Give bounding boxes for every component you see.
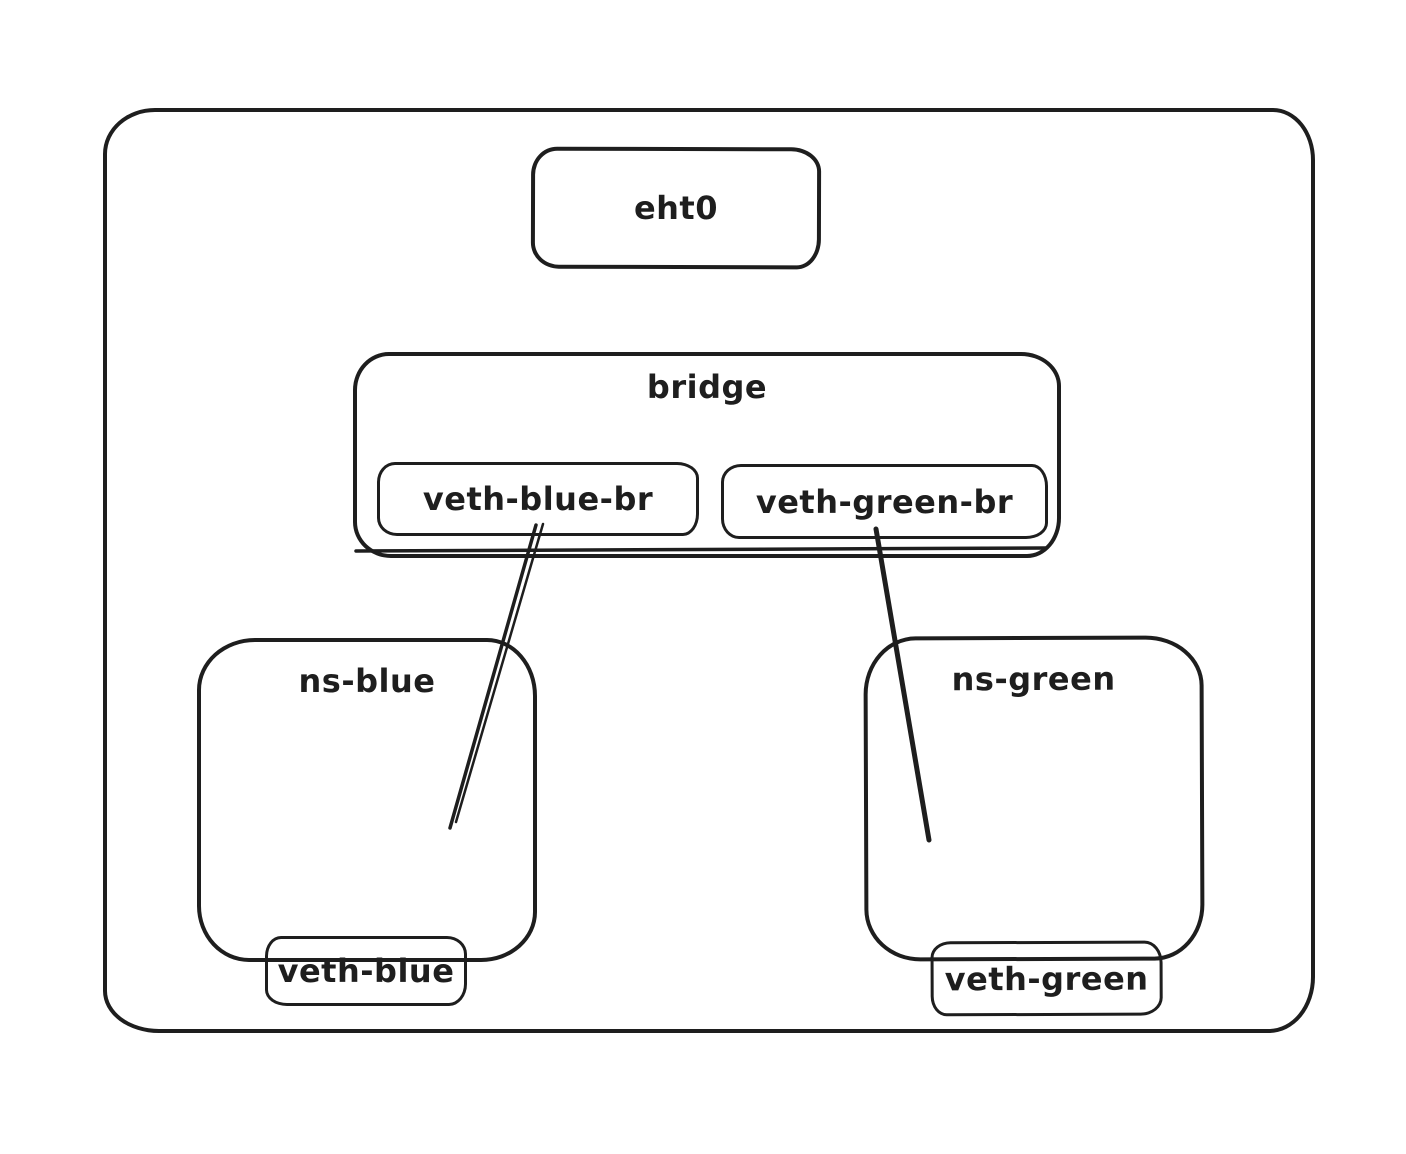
node-bridge: bridge veth-blue-br veth-green-br xyxy=(353,352,1061,558)
node-veth-green-label: veth-green xyxy=(944,959,1149,998)
node-veth-green: veth-green xyxy=(930,940,1163,1017)
node-eth0: eht0 xyxy=(530,146,822,270)
node-ns-green-label: ns-green xyxy=(951,659,1116,699)
node-veth-blue-br: veth-blue-br xyxy=(377,462,699,536)
node-veth-green-br: veth-green-br xyxy=(721,464,1048,539)
node-veth-blue-label: veth-blue xyxy=(277,952,455,990)
node-veth-blue: veth-blue xyxy=(265,936,467,1006)
node-eth0-label: eht0 xyxy=(633,188,719,228)
node-veth-blue-br-label: veth-blue-br xyxy=(422,480,654,518)
host-container-box: eht0 bridge veth-blue-br veth-green-br n… xyxy=(103,108,1315,1033)
node-veth-green-br-label: veth-green-br xyxy=(755,482,1014,521)
node-ns-blue-label: ns-blue xyxy=(298,662,436,700)
node-bridge-label: bridge xyxy=(646,368,768,406)
node-ns-green: ns-green veth-green xyxy=(863,635,1205,1017)
node-ns-blue: ns-blue veth-blue xyxy=(197,638,537,1006)
